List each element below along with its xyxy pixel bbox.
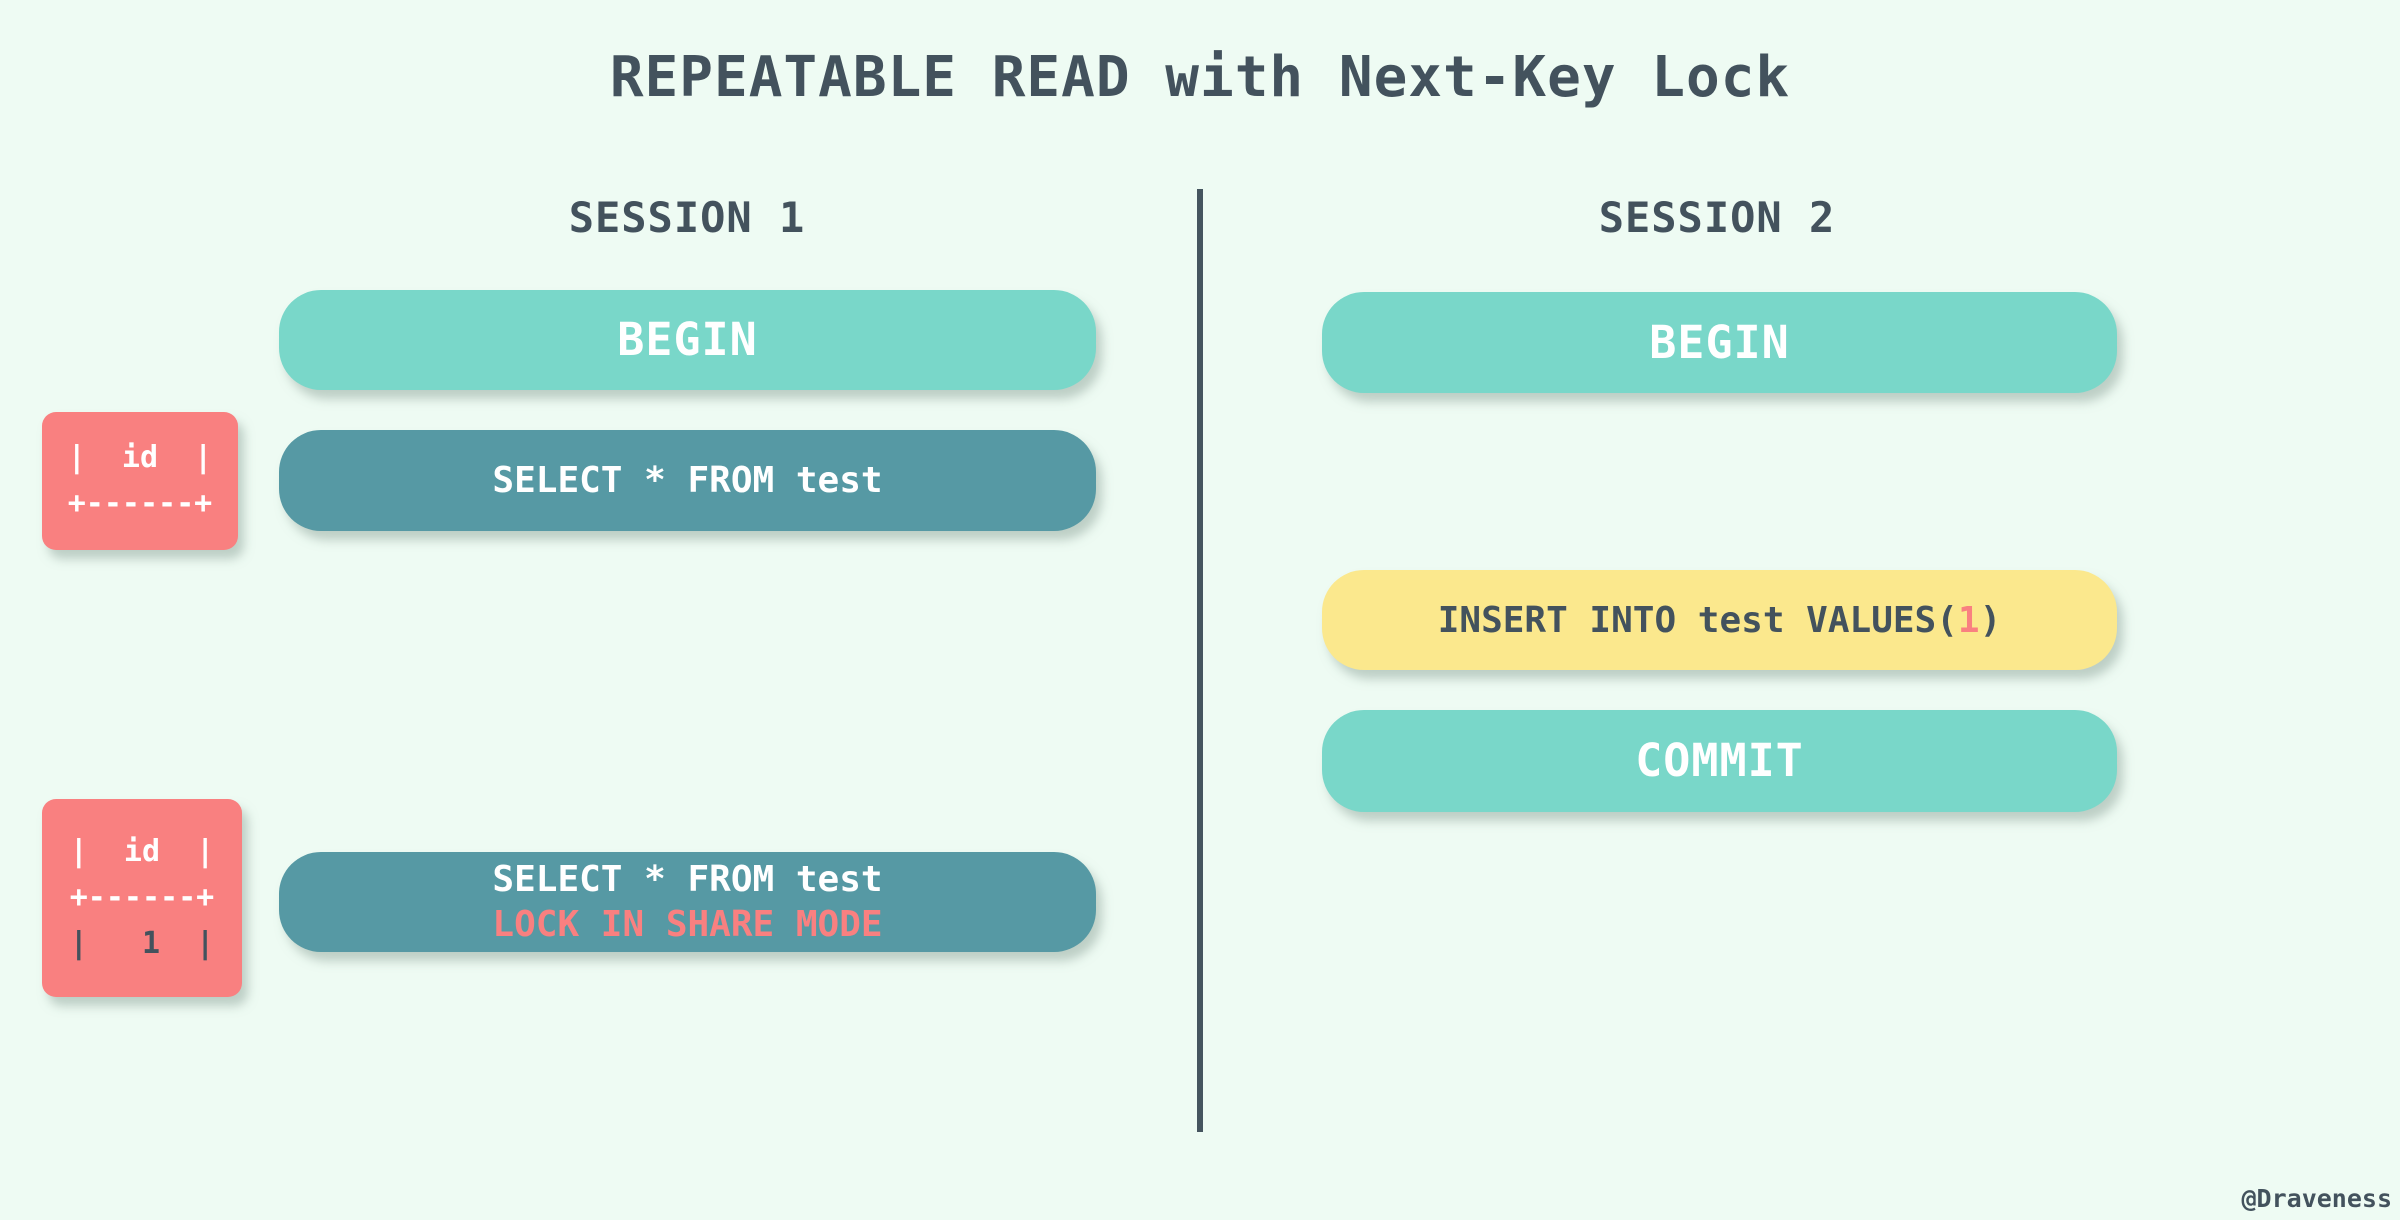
session1-select-label: SELECT * FROM test [492, 460, 883, 501]
session2-begin-label: BEGIN [1649, 315, 1790, 369]
session2-insert-node: INSERT INTO test VALUES(1) [1322, 570, 2117, 670]
session1-select-node: SELECT * FROM test [279, 430, 1096, 531]
session-divider-line [1197, 189, 1203, 1132]
result-box-with-row-separator-row: +------+ [69, 880, 215, 915]
session2-insert-suffix: ) [1979, 599, 2002, 641]
session2-commit-label: COMMIT [1635, 734, 1804, 787]
result-box-empty-separator-row: +------+ [67, 486, 213, 521]
session1-begin-label: BEGIN [617, 313, 758, 366]
session-1-header: SESSION 1 [568, 193, 806, 242]
session1-select-lock-node: SELECT * FROM test LOCK IN SHARE MODE [279, 852, 1096, 952]
session2-insert-value: 1 [1957, 599, 1980, 641]
session2-begin-node: BEGIN [1322, 292, 2117, 393]
session1-begin-node: BEGIN [279, 290, 1096, 390]
result-box-with-row-header-row: | id | [69, 834, 215, 869]
session2-commit-node: COMMIT [1322, 710, 2117, 812]
result-box-with-row-value-row: | 1 | [69, 926, 215, 961]
author-watermark: @Draveness [2241, 1184, 2392, 1213]
session2-insert-label: INSERT INTO test VALUES(1) [1438, 598, 2002, 643]
diagram-title: REPEATABLE READ with Next-Key Lock [609, 45, 1791, 110]
session1-select-lock-line1: SELECT * FROM test [492, 859, 883, 900]
result-box-empty: | id | +------+ [42, 412, 238, 550]
result-box-empty-header-row: | id | [67, 440, 213, 475]
session1-select-lock-line2: LOCK IN SHARE MODE [492, 904, 883, 945]
session-2-header: SESSION 2 [1598, 193, 1836, 242]
result-box-with-row: | id | +------+ | 1 | [42, 799, 242, 997]
session2-insert-prefix: INSERT INTO test VALUES( [1437, 599, 1958, 641]
